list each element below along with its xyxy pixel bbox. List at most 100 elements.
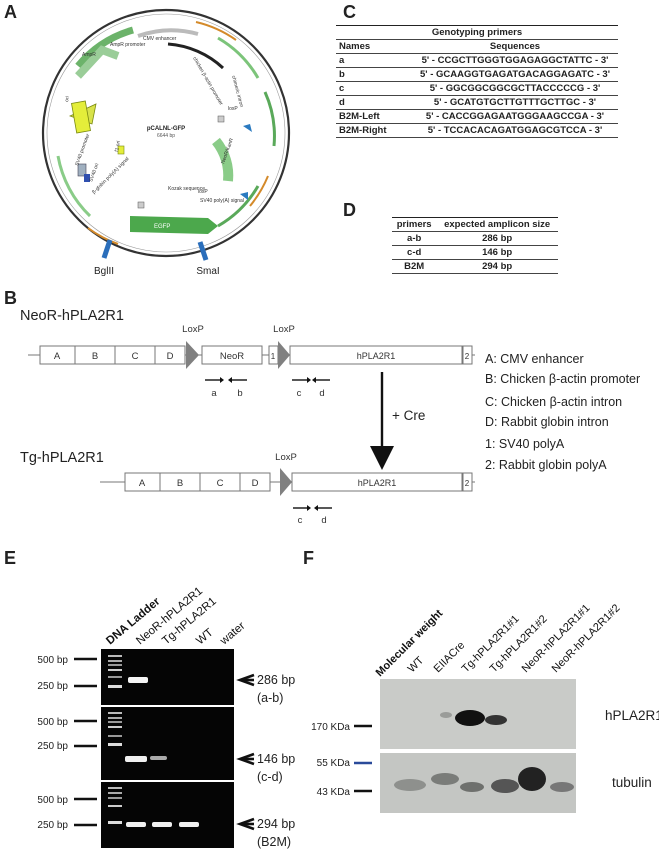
primer-c-label: c [298, 515, 303, 526]
amplicon-primers: a-b [392, 231, 437, 246]
primer-d-label: d [319, 388, 324, 399]
lane-label-water: water [217, 620, 247, 648]
feature-label: SV40 promoter [74, 133, 91, 167]
lane-label-wt: WT [194, 627, 215, 648]
construct-title-neor: NeoR-hPLA2R1 [20, 308, 124, 324]
marker-500: 500 bp [37, 717, 68, 728]
box-c: C [132, 351, 139, 362]
box-neor: NeoR [220, 351, 244, 362]
marker-250: 250 bp [37, 681, 68, 692]
amplicon-size: 146 bp [436, 245, 558, 260]
primer-sequence: 5' - TCCACACAGATGGAGCGTCCA - 3' [412, 123, 618, 138]
result-pair-b2m: (B2M) [257, 835, 291, 849]
primer-b-label: b [237, 388, 242, 399]
feature-label: SV40 poly(A) signal [200, 198, 244, 204]
primer-name: B2M-Left [336, 109, 412, 124]
feature-label: β-globin poly(A) signal [91, 156, 130, 195]
primer-name: a [336, 53, 412, 68]
construct-diagram: NeoR-hPLA2R1 A B C D NeoR 1 hPLA2R1 2 Lo… [20, 308, 475, 526]
primer-name: b [336, 67, 412, 82]
result-pair-cd: (c-d) [257, 770, 283, 784]
site-label-bglii: BglII [94, 266, 114, 277]
primer-sequence: 5' - CCGCTTGGGTGGAGAGGCTATTC - 3' [412, 53, 618, 68]
marker-250: 250 bp [37, 820, 68, 831]
feature-label: EGFP [154, 224, 170, 230]
result-pair-ab: (a-b) [257, 691, 283, 705]
cre-label: + Cre [392, 408, 425, 423]
feature-label: SV40 ori [88, 163, 100, 183]
primers-col-names: Names [336, 39, 412, 54]
gel-figure: DNA Ladder NeoR-hPLA2R1 Tg-hPLA2R1 WT wa… [37, 585, 295, 849]
primer-name: d [336, 95, 412, 110]
feature-label: f1 ori [114, 140, 122, 152]
amplicon-col-primers: primers [392, 217, 437, 232]
panel-label-f: F [303, 548, 314, 568]
box-2: 2 [465, 352, 470, 361]
box-1: 1 [271, 352, 276, 361]
result-size-ab: 286 bp [257, 673, 295, 687]
loxp-label: LoxP [275, 452, 297, 463]
result-size-b2m: 294 bp [257, 817, 295, 831]
legend-item-1: 1: SV40 polyA [485, 437, 565, 451]
legend-item-2: 2: Rabbit globin polyA [485, 458, 607, 472]
plasmid-size: 6644 bp [157, 133, 175, 139]
panel-label-a: A [4, 2, 17, 22]
primer-c-label: c [297, 388, 302, 399]
mw-170: 170 KDa [311, 722, 350, 733]
box-hpla2r1: hPLA2R1 [357, 351, 396, 361]
box-a: A [54, 351, 61, 362]
amplicon-col-size: expected amplicon size [436, 217, 558, 232]
plasmid-name: pCALNL-GFP [147, 126, 185, 132]
panel-label-b: B [4, 288, 17, 308]
feature-label: AmpR [82, 52, 96, 58]
primer-sequence: 5' - CACCGGAGAATGGGAAGCCGA - 3' [412, 109, 618, 124]
amplicon-primers: c-d [392, 245, 437, 260]
amplicon-primers: B2M [392, 259, 437, 274]
marker-500: 500 bp [37, 795, 68, 806]
box-b: B [92, 351, 98, 362]
feature-label: Kozak sequence [168, 186, 205, 192]
box-a: A [139, 478, 146, 489]
box-d: D [252, 478, 259, 489]
primer-sequence: 5' - GCAAGGTGAGATGACAGGAGATC - 3' [412, 67, 618, 82]
marker-500: 500 bp [37, 655, 68, 666]
primer-sequence: 5' - GGCGGCGGCGCTTACCCCCG - 3' [412, 81, 618, 96]
panel-label-c: C [343, 2, 356, 22]
feature-label: loxP [198, 189, 208, 195]
plasmid-map: pCALNL-GFP 6644 bp AmpR promoter CMV enh… [41, 8, 291, 277]
feature-label: chimeric intron [230, 75, 244, 108]
amplicon-size: 294 bp [436, 259, 558, 274]
panel-label-e: E [4, 548, 17, 568]
feature-label: CMV enhancer [143, 36, 177, 42]
primers-col-sequences: Sequences [412, 39, 618, 54]
primer-d-label: d [321, 515, 326, 526]
legend-item-c: C: Chicken β-actin intron [485, 395, 623, 409]
mw-55: 55 KDa [317, 758, 351, 769]
loxp-label: LoxP [273, 324, 295, 335]
primer-name: c [336, 81, 412, 96]
legend-item-b: B: Chicken β-actin promoter [485, 372, 641, 386]
loxp-label: LoxP [182, 324, 204, 335]
lane-label-wt: WT [406, 654, 427, 675]
box-d: D [167, 351, 174, 362]
primer-name: B2M-Right [336, 123, 412, 138]
feature-label: loxP [228, 106, 238, 112]
panel-label-d: D [343, 200, 356, 220]
box-b: B [177, 478, 183, 489]
box-c: C [217, 478, 224, 489]
primers-table-title: Genotyping primers [336, 25, 618, 40]
western-blot-figure: Molecular weight WT EIIACre Tg-hPLA2R1#1… [311, 602, 659, 813]
mw-43: 43 KDa [317, 787, 351, 798]
legend-item-a: A: CMV enhancer [485, 352, 584, 366]
feature-label: AmpR promoter [110, 42, 146, 48]
